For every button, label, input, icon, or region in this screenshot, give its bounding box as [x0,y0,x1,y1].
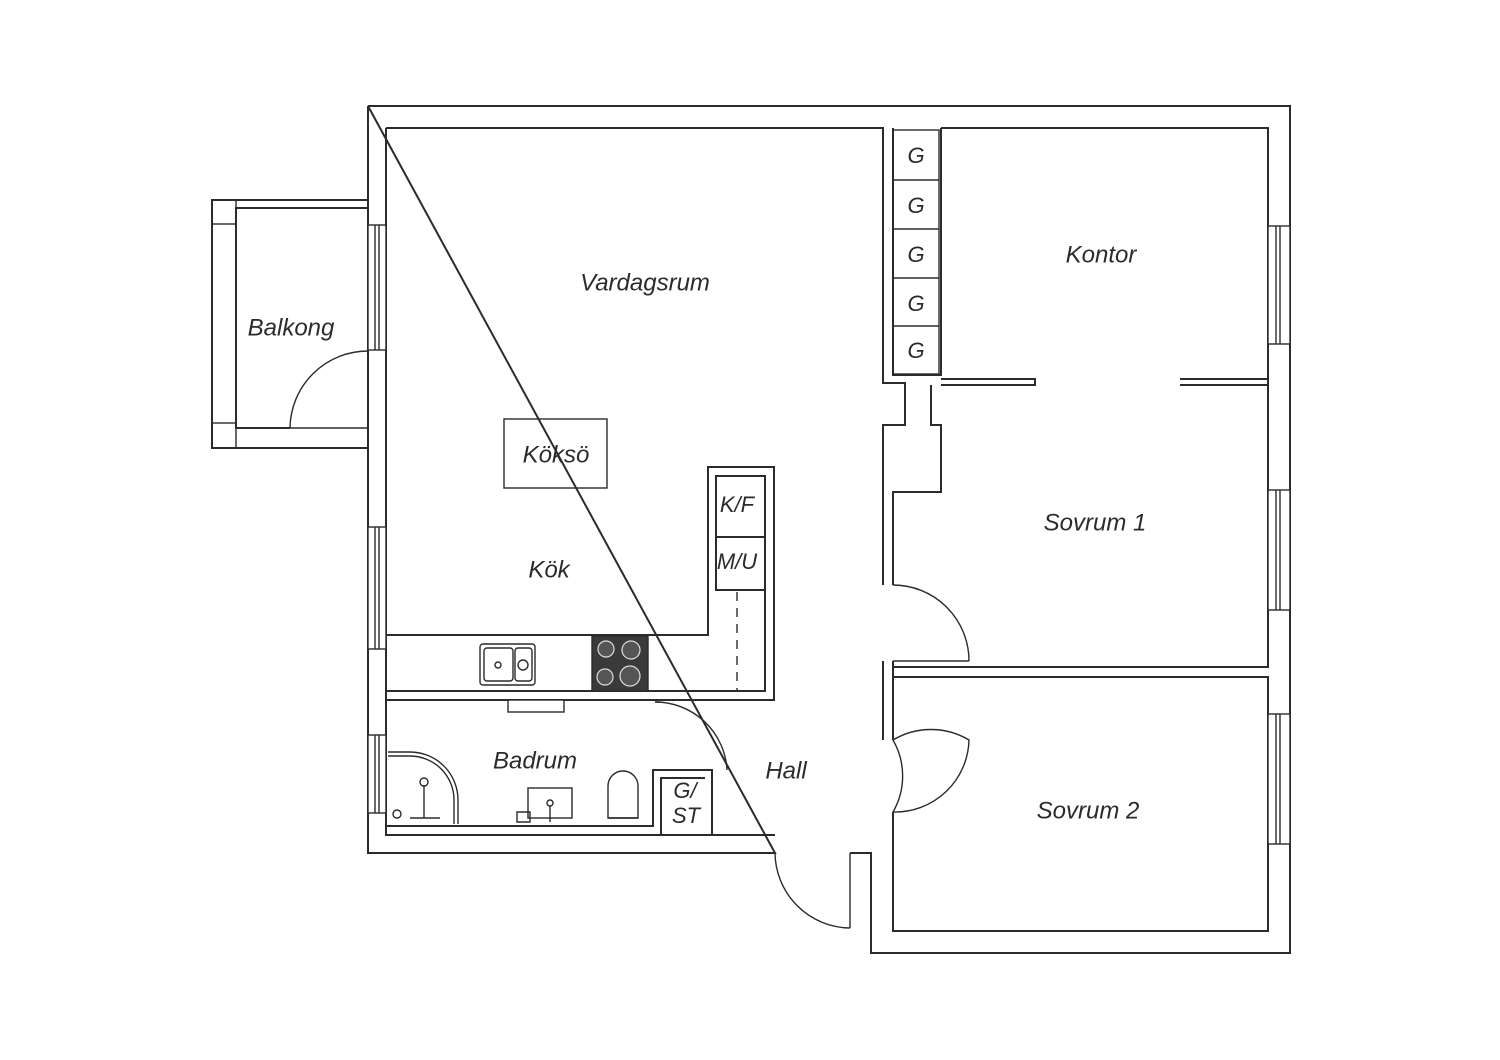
appliance-label-kf: K/F [720,492,756,517]
washbasin-icon [516,787,573,823]
toilet-icon [607,770,639,819]
closet-label-g: G [907,291,924,316]
closet-label-g: G [907,193,924,218]
shower-icon [388,751,459,824]
kitchen-island [503,418,608,489]
closet-label-gst-line2: ST [672,803,702,828]
room-label-balkong: Balkong [248,314,335,341]
closet-column [892,129,940,375]
room-label-badrum: Badrum [493,747,577,774]
outer-walls [367,105,1291,954]
room-label-kok: Kök [528,556,571,583]
room-label-kontor: Kontor [1066,241,1138,268]
room-label-vardagsrum: Vardagsrum [580,269,710,296]
balcony [211,199,368,449]
room-label-sovrum1: Sovrum 1 [1044,509,1147,536]
appliance-label-mu: M/U [717,549,757,574]
closet-label-g: G [907,143,924,168]
closet-label-g: G [907,242,924,267]
kitchen-sink-icon [479,643,536,686]
room-label-sovrum2: Sovrum 2 [1037,797,1140,824]
stove-icon [591,635,649,692]
room-label-koksö: Köksö [523,441,590,468]
closet-label-g: G [907,338,924,363]
room-label-hall: Hall [765,757,807,784]
closet-label-gst-line1: G/ [673,778,698,803]
windows [367,224,1291,845]
door-swings [289,350,970,929]
interior-walls [386,128,1269,835]
